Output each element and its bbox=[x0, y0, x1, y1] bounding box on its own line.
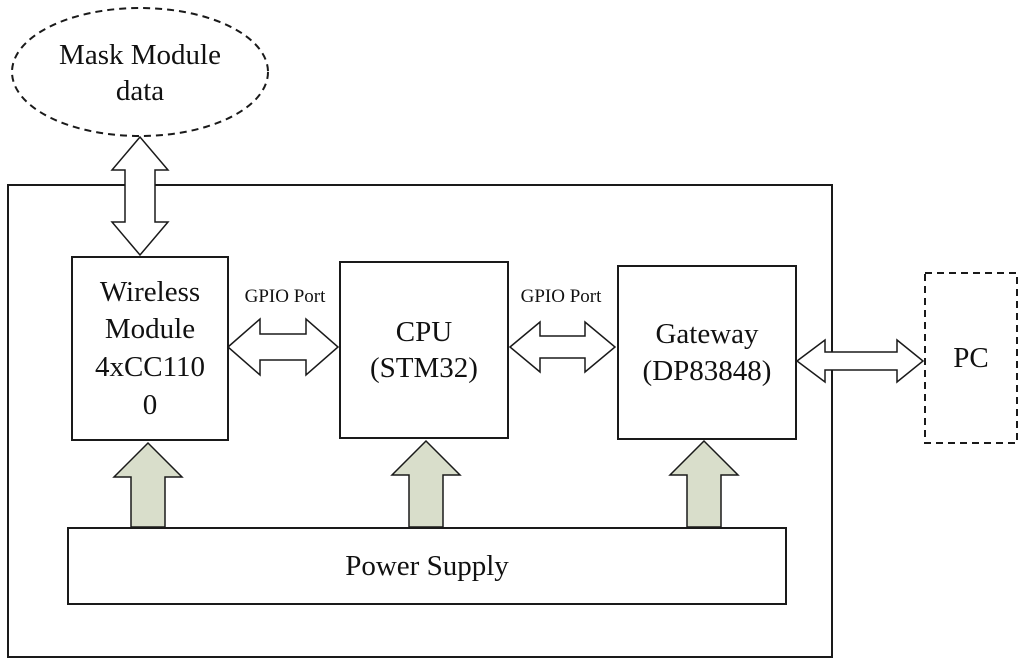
pc-text: PC bbox=[953, 341, 989, 374]
gateway-line-2: (DP83848) bbox=[642, 354, 772, 387]
wireless-line-1: Wireless bbox=[99, 275, 201, 308]
pc-node bbox=[924, 272, 1018, 444]
cpu-block bbox=[339, 261, 509, 439]
gateway-block bbox=[617, 265, 797, 440]
pc-label: PC bbox=[925, 273, 1017, 443]
wireless-line-2: Module bbox=[104, 313, 196, 346]
power-arrow-cpu bbox=[390, 439, 462, 528]
cpu-gateway-arrow bbox=[508, 320, 617, 374]
power-supply-text: Power Supply bbox=[345, 549, 509, 582]
power-supply-label: Power Supply bbox=[68, 528, 786, 604]
power-arrow-gateway bbox=[668, 439, 740, 528]
power-arrow-wireless bbox=[112, 441, 184, 528]
power-supply-block bbox=[67, 527, 787, 605]
wireless-line-4: 0 bbox=[142, 388, 158, 421]
gateway-label: Gateway (DP83848) bbox=[618, 266, 796, 439]
mask-module-label: Mask Module data bbox=[30, 28, 250, 118]
mask-wireless-arrow bbox=[110, 135, 170, 257]
mask-module-node bbox=[11, 7, 269, 137]
wireless-cpu-arrow bbox=[226, 317, 340, 377]
gpio-port-label-1: GPIO Port bbox=[244, 286, 326, 307]
gpio-port-label-2: GPIO Port bbox=[520, 286, 602, 307]
wireless-module-label: Wireless Module 4xCC110 0 bbox=[72, 265, 228, 433]
system-boundary bbox=[7, 184, 833, 658]
cpu-line-2: (STM32) bbox=[370, 352, 478, 384]
wireless-line-3: 4xCC110 bbox=[94, 351, 206, 383]
gateway-pc-arrow bbox=[795, 338, 925, 384]
wireless-module-block bbox=[71, 256, 229, 441]
cpu-label: CPU (STM32) bbox=[340, 262, 508, 438]
cpu-line-1: CPU bbox=[395, 315, 453, 348]
gateway-line-1: Gateway bbox=[655, 318, 759, 351]
mask-module-line-1: Mask Module bbox=[59, 38, 221, 71]
mask-module-line-2: data bbox=[115, 75, 165, 107]
